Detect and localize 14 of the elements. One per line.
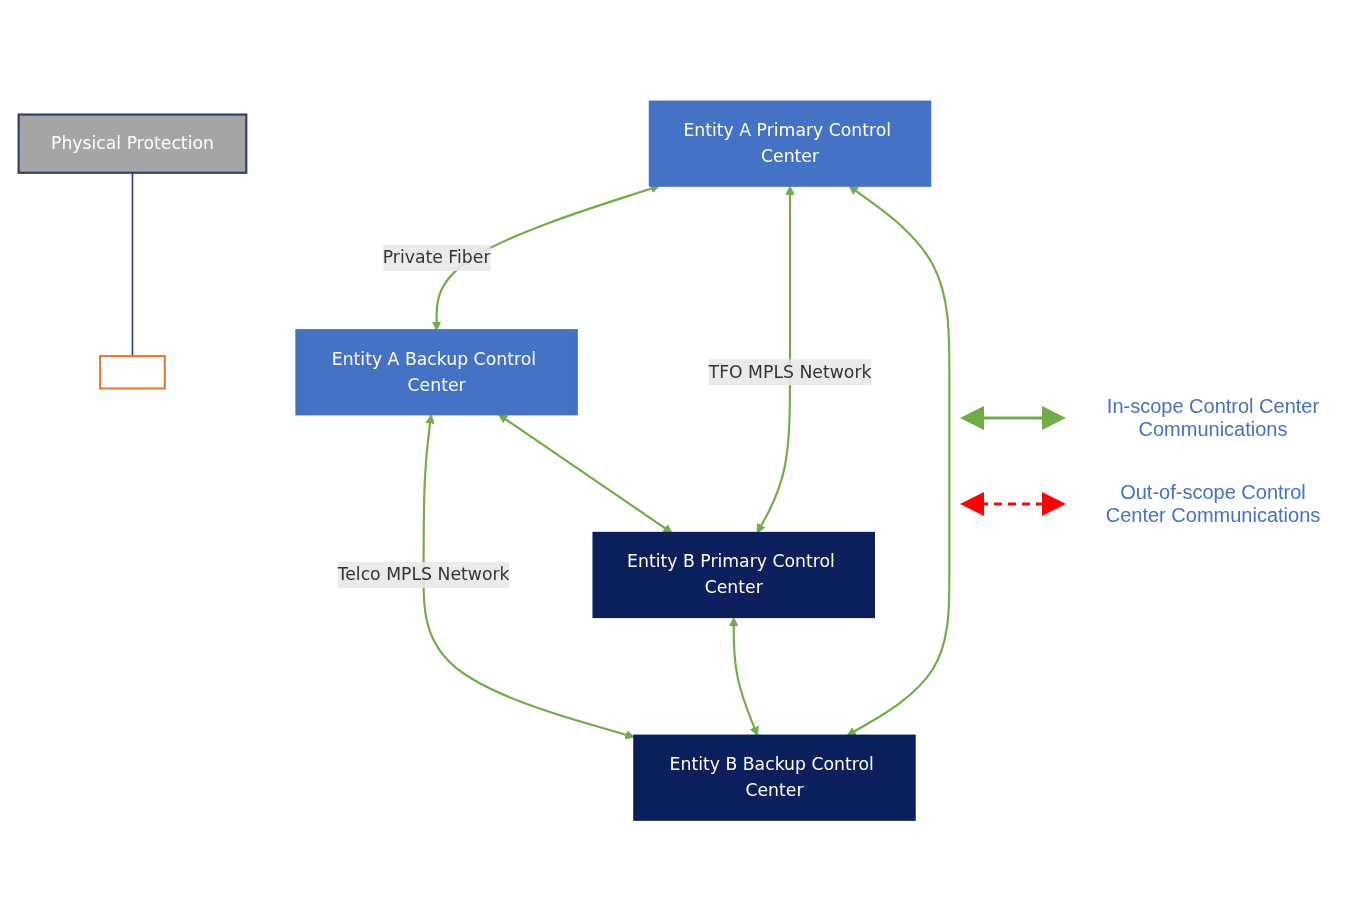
- edge-label: Telco MPLS Network: [337, 564, 510, 585]
- arrow: [422, 414, 635, 740]
- edge-label: TFO MPLS Network: [708, 361, 872, 383]
- node-box: Entity A Primary Control Center: [648, 100, 932, 188]
- node-box: Entity B Backup Control Center: [633, 734, 916, 822]
- node-box: Entity B Primary Control Center: [592, 532, 875, 619]
- legend-text: In-scope Control Center Communications: [1105, 395, 1321, 441]
- node-box: Physical Protection: [17, 113, 248, 175]
- arrow: [756, 186, 795, 534]
- edge-label: Private Fiber: [382, 247, 491, 268]
- legend-text: Out-of-scope Control Center Communications: [1104, 481, 1322, 527]
- node-box: [99, 355, 166, 390]
- node-box: Entity A Backup Control Center: [295, 329, 578, 416]
- arrow: [498, 414, 673, 534]
